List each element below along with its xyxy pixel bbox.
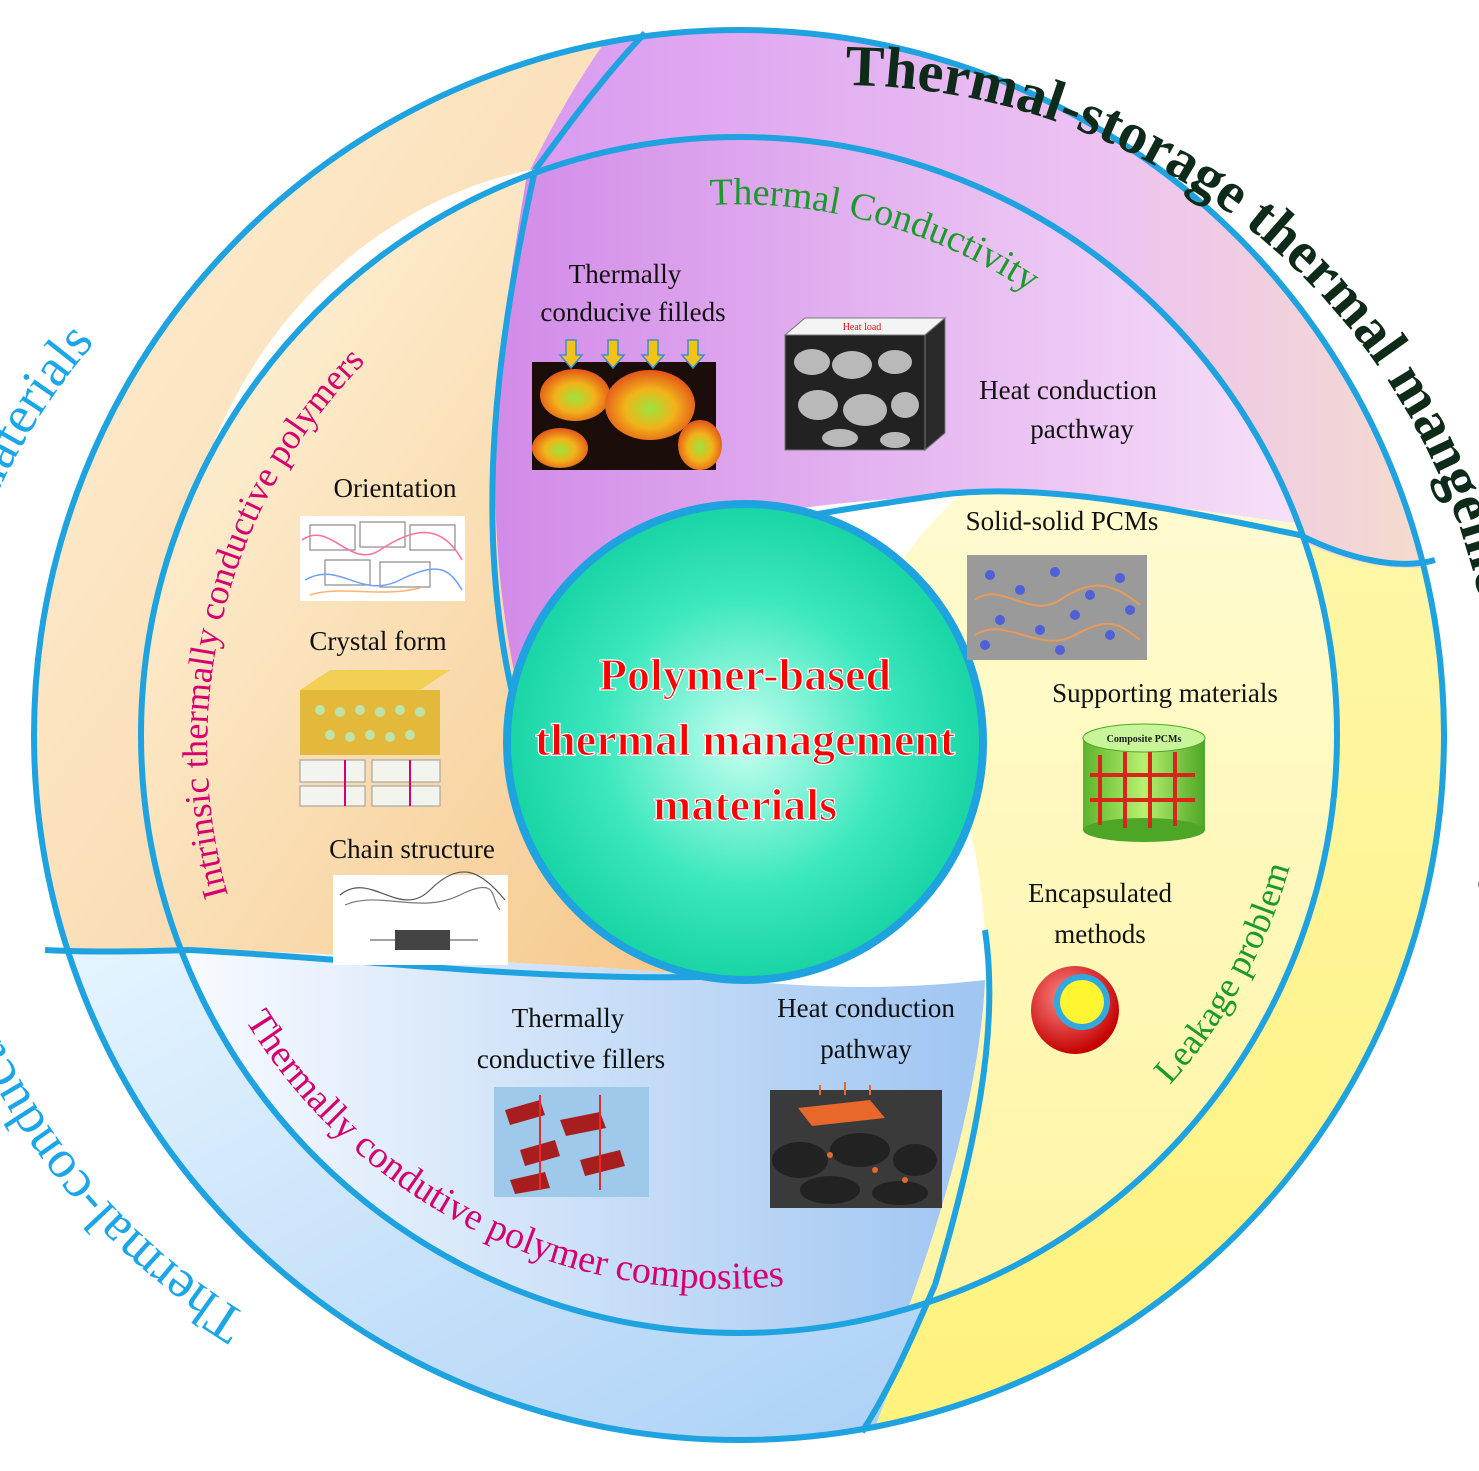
outer-divider-bottom [859, 1283, 938, 1434]
center-circle [503, 500, 987, 984]
composites-filler-label-1: Thermally [512, 1003, 625, 1033]
encapsulated-label-2: methods [1054, 919, 1146, 949]
outer-circle-border [31, 27, 1447, 1443]
conductivity-pathway-label-1: Heat conduction [979, 375, 1157, 405]
inner-circle-border [138, 134, 1340, 1336]
composites-pathway-figure [770, 1082, 942, 1208]
intrinsic-section: Orientation Crystal form [299, 473, 508, 965]
orientation-figure [300, 516, 465, 601]
heat-load-cube-figure: Heat load [783, 316, 947, 452]
encapsulated-sphere-figure [1031, 966, 1119, 1054]
center-title-line1: Polymer-based [599, 649, 892, 700]
supporting-materials-figure: Composite PCMs [1082, 723, 1206, 842]
outer-divider-right [1298, 532, 1436, 567]
center-title-line2: thermal management [535, 714, 956, 765]
leakage-section: Solid-solid PCMs Supporting materials Co… [966, 506, 1278, 1054]
orientation-label: Orientation [334, 473, 457, 503]
supporting-materials-label: Supporting materials [1052, 678, 1278, 708]
crystal-form-label: Crystal form [309, 626, 446, 656]
composites-pathway-label-1: Heat conduction [777, 993, 955, 1023]
inner-divider-left [189, 947, 761, 981]
solid-solid-pcms-label: Solid-solid PCMs [966, 506, 1159, 536]
outer-divider-left [44, 947, 191, 955]
center-hub: Polymer-based thermal management materia… [503, 500, 987, 984]
composites-pathway-label-2: pathway [820, 1034, 912, 1064]
heat-arrows [558, 339, 706, 370]
center-title-line3: materials [653, 779, 837, 830]
inner-divider-bottom [932, 929, 993, 1286]
encapsulated-label-1: Encapsulated [1028, 878, 1172, 908]
crystal-form-figure [299, 670, 450, 807]
composite-pcms-label: Composite PCMs [1107, 734, 1182, 745]
inner-divider-top [489, 169, 538, 706]
chain-structure-figure [333, 871, 508, 965]
filler-blob-figure [532, 339, 722, 470]
conductivity-filler-label-2: conducive filleds [540, 297, 725, 327]
heat-load-label: Heat load [843, 322, 882, 333]
outer-divider-top [532, 30, 648, 172]
solid-solid-pcms-figure [967, 555, 1147, 660]
conductivity-filler-label-1: Thermally [569, 259, 682, 289]
chain-structure-label: Chain structure [329, 834, 495, 864]
composites-filler-figure [494, 1087, 649, 1197]
composites-filler-label-2: conductive fillers [477, 1044, 665, 1074]
conductivity-pathway-label-2: pacthway [1030, 414, 1134, 444]
conductivity-section: Thermally conducive filleds [532, 259, 1157, 470]
composites-section: Thermally conductive fillers Heat conduc… [477, 993, 955, 1208]
